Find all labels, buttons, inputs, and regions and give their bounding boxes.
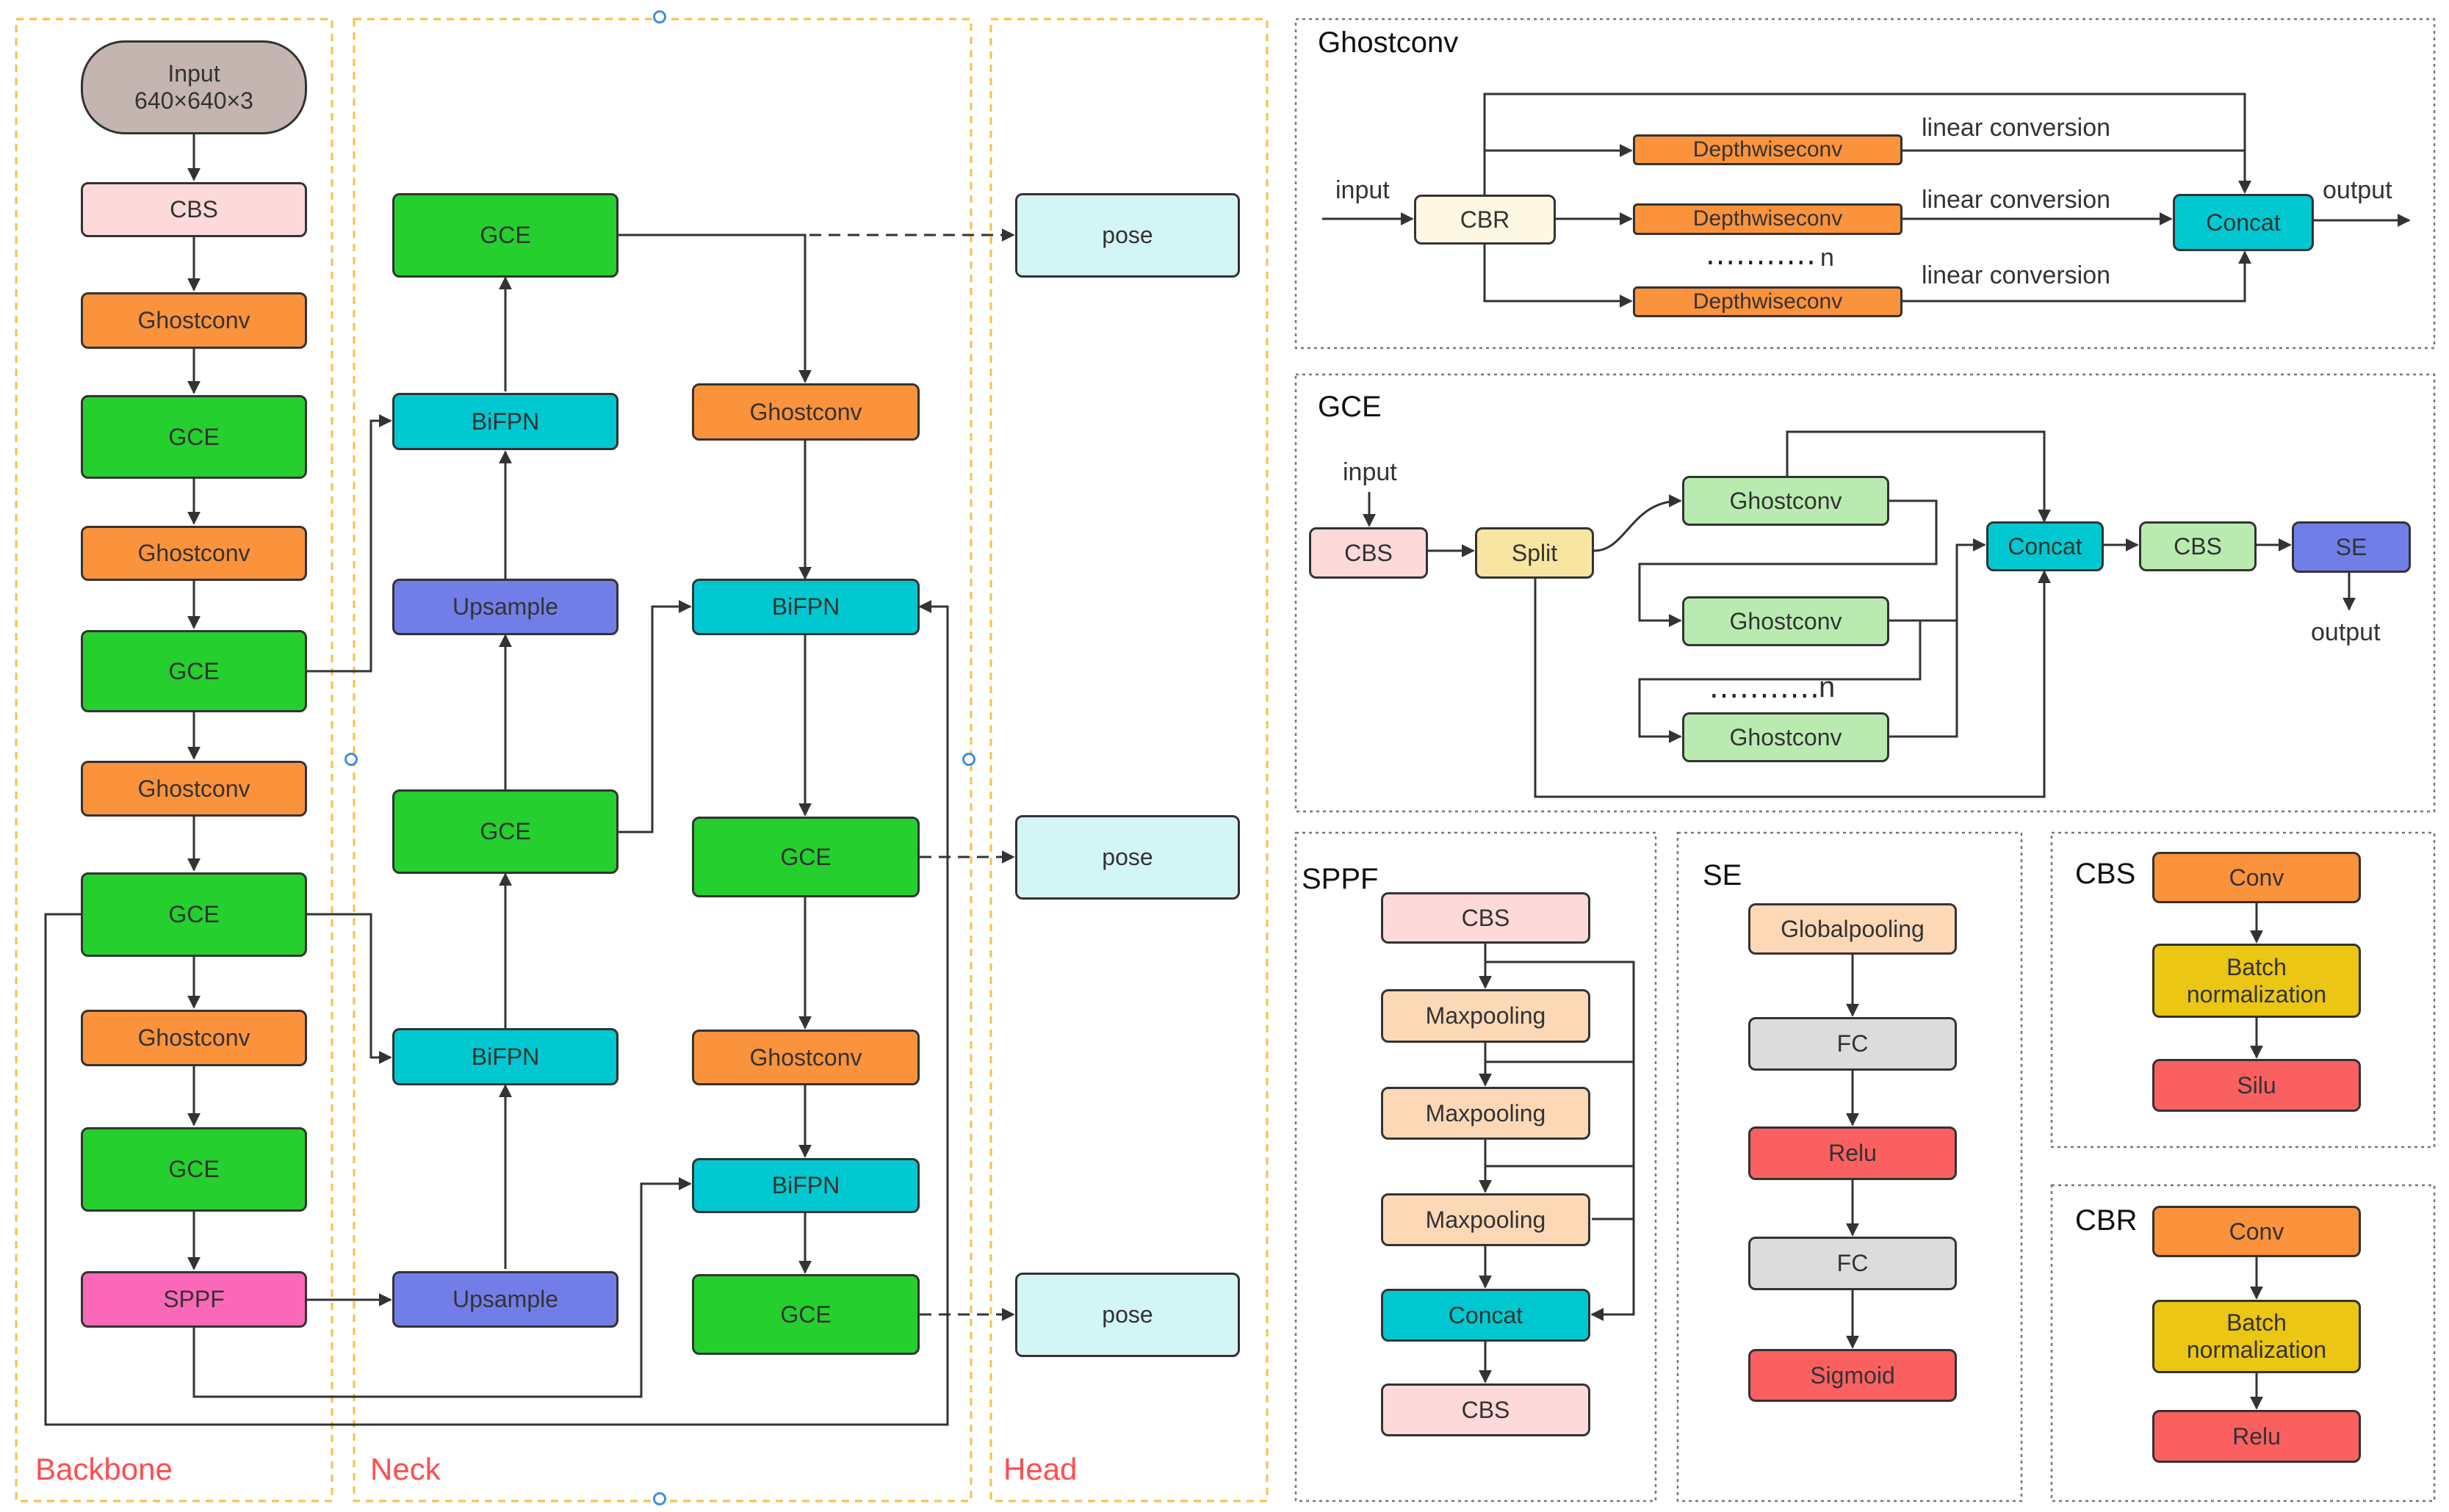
se-fc-node[interactable]: FC (1748, 1017, 1957, 1071)
sppf-maxpooling-node[interactable]: Maxpooling (1381, 1087, 1590, 1140)
input-size: 640×640×3 (134, 87, 253, 114)
backbone-ghostconv-node[interactable]: Ghostconv (81, 1010, 307, 1066)
se-module-title: SE (1703, 859, 1742, 891)
gce-cbs-out-node[interactable]: CBS (2139, 521, 2257, 571)
ghostconv-cbr-node[interactable]: CBR (1414, 195, 1556, 245)
backbone-sppf-node[interactable]: SPPF (81, 1271, 307, 1328)
head-frame (989, 18, 1269, 1502)
cbr-frame (2050, 1184, 2436, 1502)
gce-ghostconv-node[interactable]: Ghostconv (1682, 712, 1889, 762)
selection-handle[interactable] (345, 753, 358, 766)
head-label: Head (1003, 1452, 1078, 1486)
neck-gce-node[interactable]: GCE (392, 789, 618, 874)
cbr-conv-node[interactable]: Conv (2152, 1206, 2361, 1257)
neck-gce-node[interactable]: GCE (692, 1274, 920, 1355)
head-pose-node[interactable]: pose (1015, 815, 1240, 900)
se-sigmoid-node[interactable]: Sigmoid (1748, 1349, 1957, 1402)
cbr-relu-node[interactable]: Relu (2152, 1410, 2361, 1463)
neck-bifpn-node[interactable]: BiFPN (392, 393, 618, 450)
backbone-ghostconv-node[interactable]: Ghostconv (81, 292, 307, 349)
gce-module-title: GCE (1318, 391, 1382, 423)
cbs-frame (2050, 831, 2436, 1149)
selection-handle[interactable] (653, 10, 666, 23)
gce-ghostconv-node[interactable]: Ghostconv (1682, 596, 1889, 646)
batchnorm-label-line2: normalization (2186, 980, 2327, 1008)
neck-upsample-node[interactable]: Upsample (392, 579, 618, 635)
gce-ghostconv-node[interactable]: Ghostconv (1682, 476, 1889, 526)
cbs-silu-node[interactable]: Silu (2152, 1059, 2361, 1112)
neck-bifpn-node[interactable]: BiFPN (392, 1028, 618, 1085)
selection-handle[interactable] (962, 753, 975, 766)
batchnorm-label-line2: normalization (2186, 1336, 2327, 1363)
cbs-batchnorm-node[interactable]: Batch normalization (2152, 944, 2361, 1018)
sppf-frame (1294, 831, 1657, 1502)
cbs-conv-node[interactable]: Conv (2152, 852, 2361, 903)
neck-bifpn-node[interactable]: BiFPN (692, 1158, 920, 1213)
neck-upsample-node[interactable]: Upsample (392, 1271, 618, 1328)
cbr-batchnorm-node[interactable]: Batch normalization (2152, 1300, 2361, 1373)
input-label: Input (167, 60, 220, 87)
backbone-gce-node[interactable]: GCE (81, 872, 307, 957)
sppf-concat-node[interactable]: Concat (1381, 1289, 1590, 1342)
gce-input-label: input (1343, 458, 1397, 486)
linear-conversion-label: linear conversion (1922, 261, 2111, 289)
ghostconv-output-label: output (2323, 176, 2392, 204)
se-globalpooling-node[interactable]: Globalpooling (1748, 903, 1957, 955)
ghostconv-frame (1294, 18, 2436, 350)
se-fc-node[interactable]: FC (1748, 1237, 1957, 1290)
gce-output-label: output (2311, 618, 2381, 646)
gce-concat-node[interactable]: Concat (1986, 521, 2104, 571)
gce-se-node[interactable]: SE (2292, 521, 2411, 573)
backbone-ghostconv-node[interactable]: Ghostconv (81, 761, 307, 817)
backbone-gce-node[interactable]: GCE (81, 395, 307, 479)
se-frame (1676, 831, 2023, 1502)
depthwiseconv-node[interactable]: Depthwiseconv (1633, 286, 1902, 317)
cbs-module-title: CBS (2075, 858, 2136, 890)
sppf-module-title: SPPF (1302, 863, 1379, 895)
batchnorm-label-line1: Batch (2226, 1309, 2287, 1336)
ghostconv-ellipsis: ........... (1706, 238, 1817, 272)
neck-bifpn-node[interactable]: BiFPN (692, 579, 920, 635)
backbone-cbs-node[interactable]: CBS (81, 182, 307, 237)
input-node[interactable]: Input 640×640×3 (81, 40, 307, 134)
backbone-label: Backbone (35, 1452, 173, 1486)
batchnorm-label-line1: Batch (2226, 953, 2287, 980)
depthwiseconv-node[interactable]: Depthwiseconv (1633, 203, 1902, 235)
depthwiseconv-node[interactable]: Depthwiseconv (1633, 134, 1902, 165)
sppf-maxpooling-node[interactable]: Maxpooling (1381, 1193, 1590, 1246)
head-pose-node[interactable]: pose (1015, 1273, 1240, 1357)
neck-gce-node[interactable]: GCE (692, 817, 920, 897)
backbone-gce-node[interactable]: GCE (81, 630, 307, 712)
backbone-gce-node[interactable]: GCE (81, 1127, 307, 1212)
gce-cbs-node[interactable]: CBS (1309, 527, 1428, 579)
neck-ghostconv-node[interactable]: Ghostconv (692, 1030, 920, 1085)
backbone-ghostconv-node[interactable]: Ghostconv (81, 526, 307, 581)
neck-gce-node[interactable]: GCE (392, 193, 618, 278)
neck-ghostconv-node[interactable]: Ghostconv (692, 383, 920, 441)
ghostconv-module-title: Ghostconv (1318, 26, 1459, 59)
gce-split-node[interactable]: Split (1475, 527, 1594, 579)
ghostconv-n-label: n (1820, 244, 1834, 272)
linear-conversion-label: linear conversion (1922, 186, 2111, 214)
selection-handle[interactable] (653, 1492, 666, 1505)
sppf-maxpooling-node[interactable]: Maxpooling (1381, 989, 1590, 1043)
ghostconv-input-label: input (1335, 176, 1390, 204)
head-pose-node[interactable]: pose (1015, 193, 1240, 278)
ghostconv-concat-node[interactable]: Concat (2173, 194, 2314, 251)
cbr-module-title: CBR (2075, 1204, 2138, 1237)
se-relu-node[interactable]: Relu (1748, 1126, 1957, 1180)
gce-ellipsis: ........... (1709, 671, 1820, 705)
linear-conversion-label: linear conversion (1922, 114, 2111, 142)
gce-frame (1294, 373, 2436, 813)
gce-n-label: n (1819, 671, 1836, 703)
neck-label: Neck (370, 1452, 441, 1486)
sppf-cbs-node[interactable]: CBS (1381, 892, 1590, 944)
sppf-cbs-node[interactable]: CBS (1381, 1383, 1590, 1436)
